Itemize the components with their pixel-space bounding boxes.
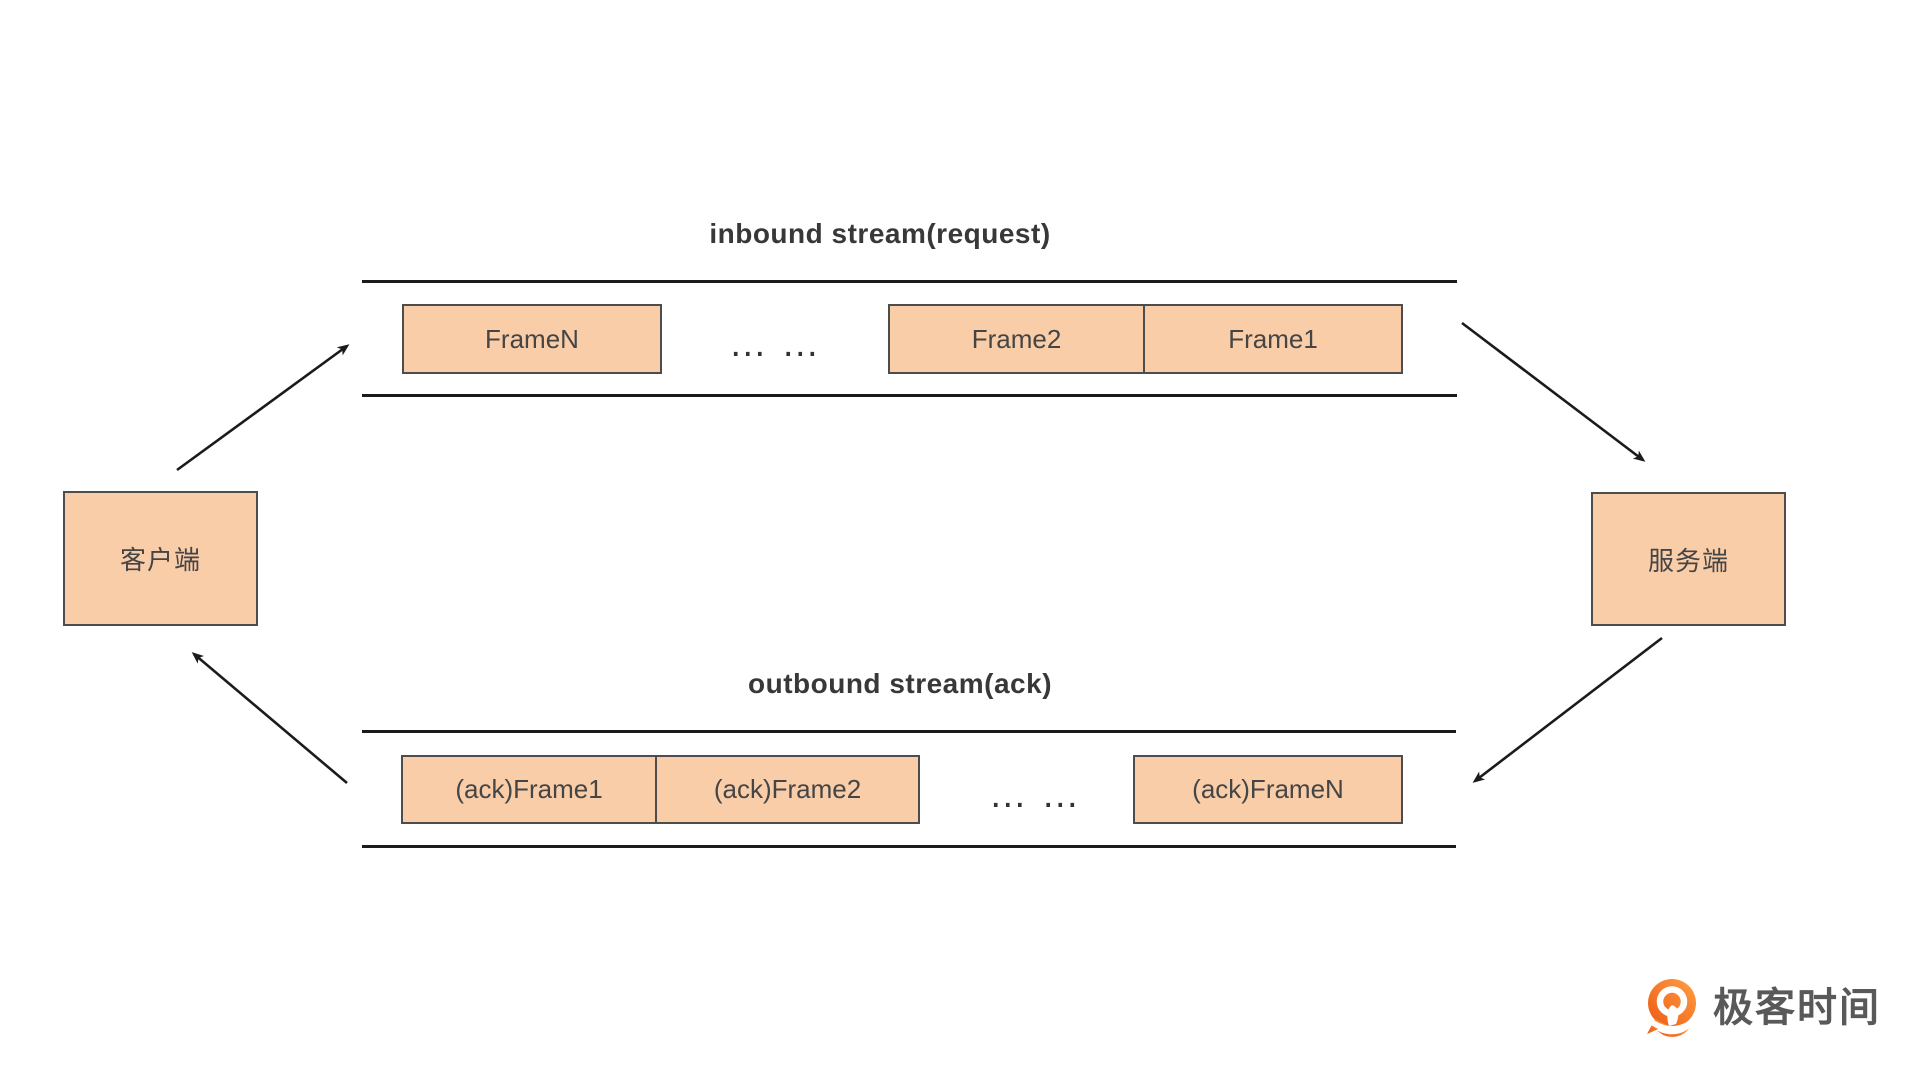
frame-label: (ack)Frame2 bbox=[713, 774, 862, 804]
frame-box-ack-frameN: (ack)FrameN bbox=[1133, 755, 1403, 824]
arrow-server-to-outbound bbox=[1472, 636, 1663, 783]
geektime-logo-text: 极客时间 bbox=[1713, 986, 1881, 1030]
outbound-stream-title: outbound stream(ack) bbox=[747, 668, 1053, 699]
frame-box-ack-frame2: (ack)Frame2 bbox=[655, 757, 918, 822]
frame-label: (ack)Frame1 bbox=[455, 774, 603, 804]
inbound-stream-bottom-line bbox=[362, 394, 1457, 397]
inbound-stream-top-line bbox=[362, 280, 1457, 283]
inbound-stream-title: inbound stream(request) bbox=[709, 218, 1051, 249]
frame-label: FrameN bbox=[485, 323, 579, 354]
outbound-ellipsis: … … bbox=[988, 773, 1082, 816]
frame-label: Frame1 bbox=[1228, 323, 1318, 354]
client-node: 客户端 bbox=[63, 491, 258, 626]
outbound-stream-top-line bbox=[362, 730, 1456, 733]
arrow-outbound-to-client bbox=[191, 652, 348, 784]
frame-box-frame1: Frame1 bbox=[1143, 306, 1401, 372]
arrow-inbound-to-server bbox=[1461, 321, 1646, 462]
frame-box-frame2: Frame2 bbox=[890, 306, 1143, 372]
server-node: 服务端 bbox=[1591, 492, 1786, 626]
geektime-logo-icon bbox=[1647, 979, 1696, 1037]
frame-box-ack-frame1: (ack)Frame1 bbox=[403, 757, 655, 822]
outbound-stream-bottom-line bbox=[362, 845, 1456, 848]
inbound-ellipsis: … … bbox=[728, 322, 822, 365]
frame-group-frame2-frame1: Frame2 Frame1 bbox=[888, 304, 1403, 374]
arrow-client-to-inbound bbox=[176, 344, 350, 472]
frame-box-frameN: FrameN bbox=[402, 304, 662, 374]
frame-label: Frame2 bbox=[971, 323, 1062, 354]
frame-group-ackframe1-ackframe2: (ack)Frame1 (ack)Frame2 bbox=[401, 755, 920, 824]
server-label: 服务端 bbox=[1647, 545, 1729, 576]
geektime-logo: 极客时间 bbox=[1645, 978, 1881, 1038]
client-label: 客户端 bbox=[119, 545, 201, 575]
frame-label: (ack)FrameN bbox=[1192, 774, 1344, 804]
